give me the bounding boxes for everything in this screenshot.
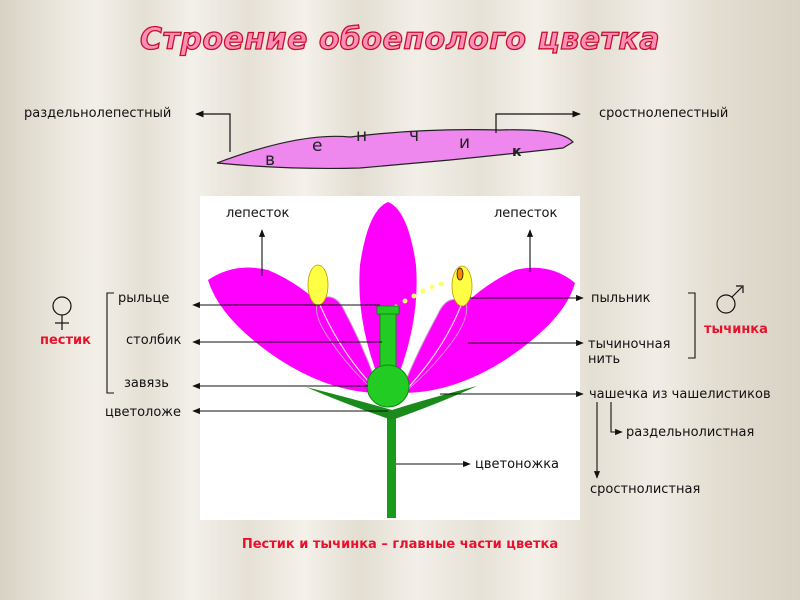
corolla-letter: и xyxy=(459,133,470,153)
corolla-letter: е xyxy=(312,136,322,156)
female-symbol-icon xyxy=(53,297,71,330)
corolla-letter: ч xyxy=(409,126,419,146)
calyx-fused-label: сростнолистная xyxy=(590,482,700,497)
receptacle-label: цветоложе xyxy=(105,405,181,420)
corolla-fused-label: сростнолепестный xyxy=(599,106,728,121)
corolla-letter: к xyxy=(512,144,522,160)
pistil-style xyxy=(380,310,396,366)
corolla-letter: в xyxy=(265,150,275,170)
corolla-separate-label: раздельнолепестный xyxy=(24,106,171,121)
calyx-branch-separate xyxy=(611,402,622,432)
pistil-stigma xyxy=(377,306,399,314)
corolla-arrow-left xyxy=(196,114,230,152)
male-symbol-icon xyxy=(717,286,743,313)
anther-left xyxy=(308,265,328,305)
stamen-bracket xyxy=(688,293,695,358)
peduncle-label: цветоножка xyxy=(475,457,559,472)
calyx-separate-label: раздельнолистная xyxy=(626,425,754,440)
stigma-label: рыльце xyxy=(118,291,169,306)
petal-left-label: лепесток xyxy=(226,206,289,221)
pollen-grain xyxy=(457,268,463,280)
anther-label: пыльник xyxy=(591,291,651,306)
petal-right-label: лепесток xyxy=(494,206,557,221)
style-label: столбик xyxy=(126,333,181,348)
flower-stem xyxy=(387,412,396,518)
pistil-bracket xyxy=(107,293,114,393)
calyx-label: чашечка из чашелистиков xyxy=(589,387,771,402)
corolla-letter: н xyxy=(356,126,367,146)
stamen-label: тычинка xyxy=(704,322,768,337)
pistil-label: пестик xyxy=(40,333,91,348)
filament-label: тычиночная нить xyxy=(588,337,670,367)
pistil-ovary xyxy=(367,365,409,407)
bottom-caption: Пестик и тычинка – главные части цветка xyxy=(0,537,800,552)
ovary-label: завязь xyxy=(124,376,169,391)
